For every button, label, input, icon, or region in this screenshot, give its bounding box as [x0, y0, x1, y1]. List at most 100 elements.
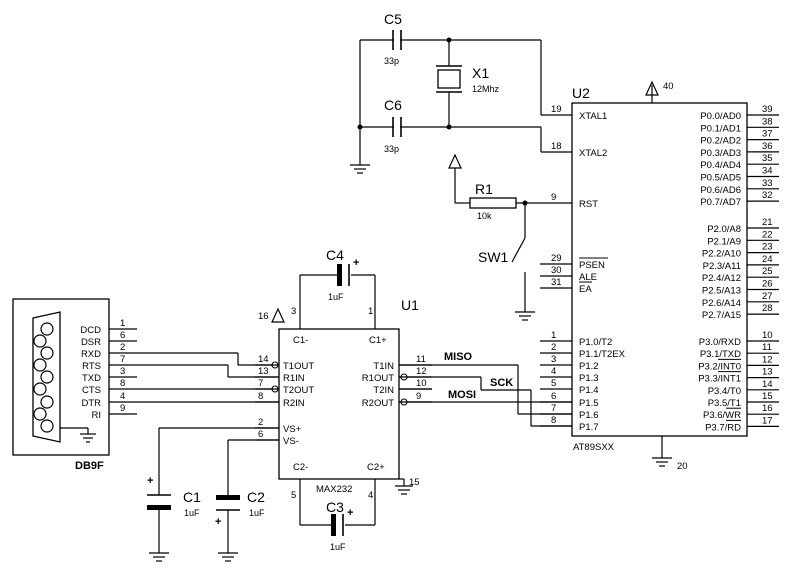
u1-pin-name-11: T1IN	[373, 361, 394, 372]
u2-pin-number-23: 23	[762, 242, 773, 253]
u2-pin-name-27: P2.6/A14	[702, 298, 741, 309]
u2-pin-name-19: XTAL1	[579, 111, 607, 122]
u2-pin-name-2: P1.1/T2EX	[579, 349, 626, 360]
u1-pin-number-8: 8	[258, 391, 263, 402]
c2-plate-neg	[216, 495, 240, 500]
db9-pin-number-8: 8	[120, 378, 125, 389]
u1-pin-1: 1	[368, 306, 373, 317]
u2-pin-number-1: 1	[551, 330, 556, 341]
u2-pin-name-5: P1.4	[579, 385, 599, 396]
r1-resistor-icon	[469, 197, 517, 209]
oscillator-circuit: C5 33p C6 33p X1 12Mhz	[350, 11, 572, 174]
db9-pin-hole-icon	[40, 322, 54, 336]
c3-plate-neg	[331, 514, 336, 536]
u1-pin-number-13: 13	[258, 366, 269, 377]
u2-pin-number-5: 5	[551, 378, 556, 389]
u2-pin-number-35: 35	[762, 153, 773, 164]
u2-pin-name-21: P2.0/A8	[707, 224, 741, 235]
db9-pin-hole-icon	[33, 382, 47, 396]
db9-pin-name-6: DSR	[81, 337, 101, 348]
u1-pin-number-10: 10	[416, 378, 427, 389]
db9-pin-hole-icon	[40, 395, 54, 409]
c6-value: 33p	[384, 144, 399, 154]
u1-pin-c2plus: C2+	[367, 462, 385, 473]
u2-pin-name-6: P1.5	[579, 398, 599, 409]
u2-pin-number-27: 27	[762, 291, 773, 302]
u2-pin-name-30: ALE	[579, 272, 597, 283]
c6-ref: C6	[384, 97, 402, 113]
x1-ref: X1	[472, 65, 489, 81]
u2-pin-number-38: 38	[762, 116, 773, 127]
c3-value: 1uF	[330, 542, 346, 552]
r1-value: 10k	[477, 211, 492, 221]
c5-ref: C5	[384, 11, 402, 27]
u1-pin-c1minus: C1-	[293, 335, 308, 346]
u2-pin-name-33: P0.6/AD6	[700, 185, 741, 196]
u2-pin-name-4: P1.3	[579, 373, 599, 384]
c1-plate-neg	[147, 505, 171, 510]
c3-ref: C3	[326, 499, 344, 515]
u2-pin-number-26: 26	[762, 279, 773, 290]
c4-capacitor: + C4 1uF	[300, 247, 375, 302]
u2-pin-number-13: 13	[762, 367, 773, 378]
u2-microcontroller: U2 AT89SXX 40 20 19XTAL118XTAL29RST29PSE…	[540, 80, 779, 472]
u2-pin-name-38: P0.1/AD1	[700, 123, 741, 134]
c1-plus: +	[147, 475, 153, 487]
vcc-arrow-icon	[448, 153, 462, 169]
u1-pin-number-11: 11	[416, 354, 426, 365]
u2-pin-number-6: 6	[551, 391, 556, 402]
u1-pin-4: 4	[368, 490, 373, 501]
c4-value: 1uF	[328, 292, 344, 302]
net-miso-label: MISO	[444, 351, 473, 363]
u2-pin-name-22: P2.1/A9	[707, 236, 741, 247]
u2-pin-number-8: 8	[551, 415, 556, 426]
u2-pin-number-25: 25	[762, 266, 773, 277]
u2-pin-name-29: PSEN	[579, 260, 605, 271]
u1-pin-number-14: 14	[258, 354, 269, 365]
u1-vcc-pin: 16	[258, 311, 269, 322]
u2-pin-number-14: 14	[762, 379, 773, 390]
c4-plus: +	[353, 257, 359, 269]
u1-pin-number-2: 2	[258, 417, 263, 428]
db9-pin-number-9: 9	[120, 403, 125, 414]
db9-pin-hole-icon	[33, 358, 47, 372]
u2-pin-number-37: 37	[762, 129, 773, 140]
u2-pin-name-13: P3.3/INT1	[698, 374, 741, 385]
u1-pin-number-6: 6	[258, 429, 263, 440]
u2-pin-number-19: 19	[551, 104, 562, 115]
u2-pin-name-25: P2.4/A12	[702, 273, 741, 284]
u1-pin-name-14: T1OUT	[283, 361, 314, 372]
u1-pin-name-12: R1OUT	[362, 373, 394, 384]
u2-pin-name-18: XTAL2	[579, 148, 607, 159]
u2-pin-number-9: 9	[551, 192, 556, 203]
net-mosi-label: MOSI	[448, 389, 476, 401]
sw1-ref: SW1	[478, 249, 509, 265]
u1-pin-name-2: VS+	[283, 424, 302, 435]
u1-pin-name-10: T2IN	[373, 385, 394, 396]
u2-pin-number-29: 29	[551, 253, 562, 264]
c3-capacitor: + C3 1uF	[300, 499, 375, 552]
u1-pin-number-7: 7	[258, 378, 263, 389]
c1-value: 1uF	[184, 508, 200, 518]
db9-pin-hole-icon	[33, 334, 47, 348]
c3-plus: +	[347, 507, 353, 519]
u2-pin-number-18: 18	[551, 141, 562, 152]
u2-pin-number-11: 11	[762, 342, 772, 353]
u1-vcc-icon	[271, 307, 285, 323]
c1-ref: C1	[183, 489, 201, 505]
c2-ref: C2	[247, 489, 265, 505]
db9-pin-name-4: DTR	[81, 398, 101, 409]
u1-pin-c2minus: C2-	[293, 462, 308, 473]
db9-pin-hole-icon	[33, 407, 47, 421]
u2-pin-number-2: 2	[551, 342, 556, 353]
u2-pin-name-26: P2.5/A13	[702, 286, 741, 297]
u2-pin-name-3: P1.2	[579, 361, 599, 372]
u2-vcc-pin: 40	[663, 81, 674, 92]
c1-capacitor: + C1 1uF	[147, 427, 279, 562]
u2-pin-name-23: P2.2/A10	[702, 249, 741, 260]
c5-value: 33p	[384, 56, 399, 66]
u2-pin-number-21: 21	[762, 217, 773, 228]
